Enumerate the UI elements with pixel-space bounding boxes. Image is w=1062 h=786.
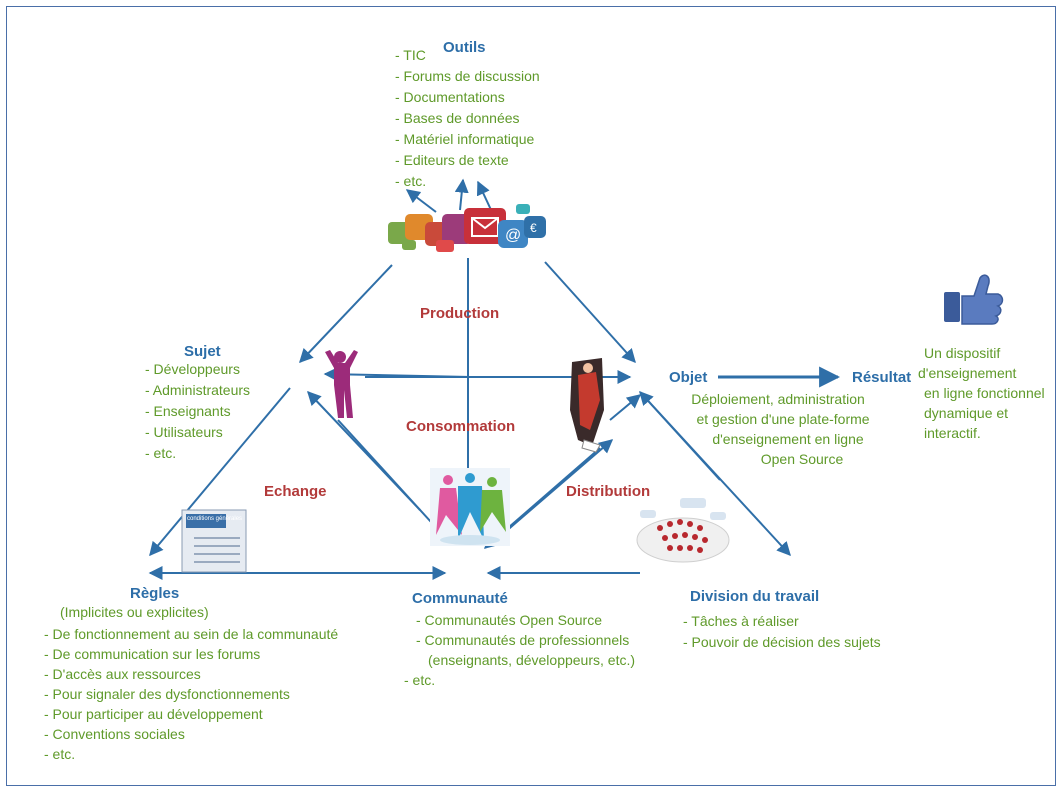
list-item: - Bases de données bbox=[395, 110, 520, 126]
list-item: - etc. bbox=[404, 672, 436, 688]
division-list: - Tâches à réaliser - Pouvoir de décisio… bbox=[683, 614, 881, 656]
subject-list: - Développeurs - Administrateurs - Ensei… bbox=[145, 362, 250, 467]
result-title: Résultat bbox=[852, 369, 912, 386]
list-item: - D'accès aux ressources bbox=[44, 666, 201, 682]
list-item: - Conventions sociales bbox=[44, 726, 185, 742]
list-item: - Editeurs de texte bbox=[395, 152, 509, 168]
zone-consumption: Consommation bbox=[406, 418, 516, 435]
svg-text:€: € bbox=[530, 221, 537, 235]
list-item: - etc. bbox=[395, 173, 427, 189]
zone-distribution: Distribution bbox=[566, 483, 651, 500]
puzzle-figure-icon bbox=[570, 358, 604, 453]
svg-text:@: @ bbox=[505, 227, 521, 244]
list-item: - Utilisateurs bbox=[145, 424, 223, 440]
community-list: - Communautés Open Source - Communautés … bbox=[404, 613, 635, 693]
list-item: - TIC bbox=[395, 47, 426, 63]
arrow-community-subject bbox=[307, 390, 421, 511]
object-description: Déploiement, administration et gestion d… bbox=[668, 392, 888, 472]
arrow-tools-object bbox=[544, 261, 636, 364]
list-item: - Administrateurs bbox=[145, 382, 251, 398]
description-line: Déploiement, administration bbox=[691, 391, 865, 407]
list-item: - Développeurs bbox=[145, 361, 240, 377]
list-item: - Pouvoir de décision des sujets bbox=[683, 634, 881, 650]
arrow-community-object-2 bbox=[609, 394, 642, 421]
description-line: et gestion d'une plate-forme bbox=[696, 411, 870, 427]
list-item: - Documentations bbox=[395, 89, 505, 105]
rules-title: Règles bbox=[130, 585, 180, 602]
result-description: Un dispositif d'enseignement en ligne fo… bbox=[918, 345, 1045, 446]
description-line: en ligne fonctionnel bbox=[924, 385, 1045, 401]
arrow-subject-rules bbox=[149, 387, 291, 557]
list-item: - Pour participer au développement bbox=[44, 706, 263, 722]
description-line: Open Source bbox=[760, 451, 844, 467]
community-title: Communauté bbox=[412, 590, 508, 607]
arrow-tools-up-left bbox=[405, 189, 437, 213]
list-item: - Pour signaler des dysfonctionnements bbox=[44, 686, 290, 702]
description-line: d'enseignement en ligne bbox=[712, 431, 864, 447]
tools-list: - TIC - Forums de discussion - Documenta… bbox=[395, 48, 540, 195]
list-item: - Matériel informatique bbox=[395, 131, 535, 147]
arrow-tools-up-mid bbox=[454, 178, 469, 211]
arrow-community-object bbox=[489, 439, 614, 546]
list-item: - Enseignants bbox=[145, 403, 231, 419]
list-item: - etc. bbox=[145, 445, 177, 461]
object-title: Objet bbox=[669, 369, 708, 386]
description-line: interactif. bbox=[924, 425, 981, 441]
document-icon bbox=[181, 509, 247, 573]
list-item: - Communautés de professionnels bbox=[416, 632, 630, 648]
list-item: - Forums de discussion bbox=[395, 68, 540, 84]
zone-exchange: Echange bbox=[264, 483, 327, 500]
list-item: - Tâches à réaliser bbox=[683, 613, 799, 629]
tools-title: Outils bbox=[443, 39, 486, 56]
rules-list: - De fonctionnement au sein de la commun… bbox=[44, 627, 338, 767]
list-item: - etc. bbox=[44, 746, 76, 762]
description-line: Un dispositif bbox=[924, 345, 1001, 361]
description-line: dynamique et bbox=[924, 405, 1009, 421]
description-line: d'enseignement bbox=[918, 365, 1017, 381]
community-people-icon bbox=[430, 468, 510, 546]
division-title: Division du travail bbox=[690, 588, 820, 605]
thumbs-up-icon bbox=[944, 274, 1004, 325]
arrow-tools-subject bbox=[299, 264, 393, 364]
arrow-tools-up-right bbox=[476, 180, 493, 213]
subject-title: Sujet bbox=[184, 343, 221, 360]
list-item: - Communautés Open Source bbox=[416, 612, 602, 628]
crowd-icon bbox=[636, 498, 730, 563]
speech-bubbles-icon: @ € bbox=[388, 204, 546, 252]
document-icon-label: conditions générales bbox=[187, 516, 243, 522]
list-item: - De communication sur les forums bbox=[44, 646, 261, 662]
zone-production: Production bbox=[420, 305, 500, 322]
list-item: - De fonctionnement au sein de la commun… bbox=[44, 626, 339, 642]
person-icon bbox=[325, 350, 358, 418]
rules-subtitle: (Implicites ou explicites) bbox=[60, 604, 209, 620]
list-item: (enseignants, développeurs, etc.) bbox=[428, 652, 636, 668]
arrow-division-object bbox=[639, 390, 721, 481]
